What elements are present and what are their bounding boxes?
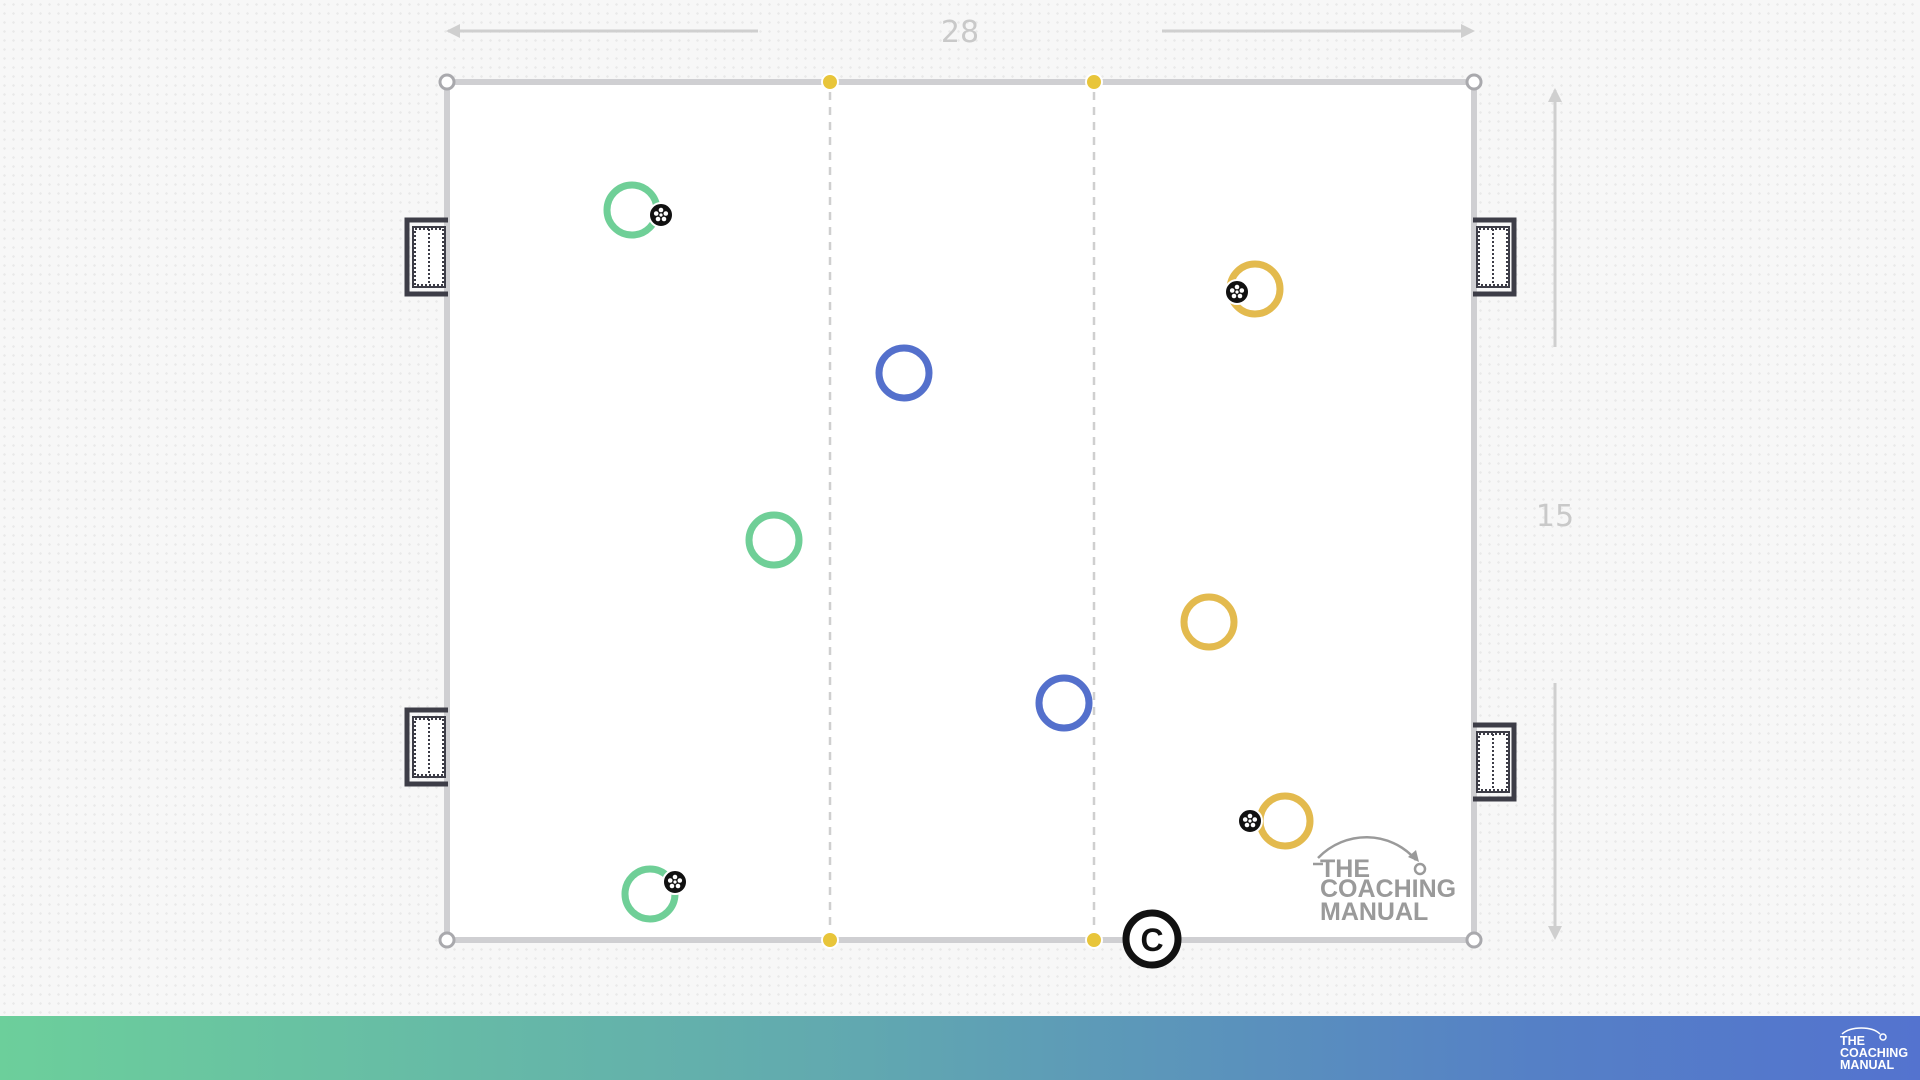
coaching-manual-logo: THE COACHING MANUAL [1313,836,1456,926]
player-green [745,511,803,569]
mini-goal-icon [1473,217,1517,297]
player-yellow [1224,260,1284,318]
logo-line-1: THE [1320,855,1370,883]
logo-line-2: COACHING [1320,875,1456,903]
corner-cone [1465,931,1483,949]
zone-marker-cone [1085,73,1103,91]
pitch-area [444,79,1477,943]
zone-marker-cone [821,931,839,949]
player-green [621,865,688,923]
players-layer [603,181,1314,923]
player-yellow [1237,792,1314,850]
corner-cone [438,931,456,949]
width-dimension: 28 [446,15,1475,50]
soccer-ball-icon [1224,279,1250,305]
soccer-ball-icon [648,202,674,228]
height-dimension: 15 [1536,88,1574,940]
player-blue [1035,674,1093,732]
soccer-ball-icon [662,869,688,895]
mini-goal-icon [404,707,448,787]
corner-cone [438,73,456,91]
mini-goal-icon [404,217,448,297]
footer-logo: THE COACHING MANUAL [1840,1027,1908,1072]
drill-diagram: 28 15 [404,15,1574,969]
footer-logo-line-1: THE [1840,1034,1865,1048]
footer-logo-line-3: MANUAL [1840,1058,1895,1072]
logo-line-3: MANUAL [1320,898,1428,926]
corner-cone [1465,73,1483,91]
coach-label: C [1140,922,1163,958]
soccer-ball-icon [1237,808,1263,834]
footer-logo-line-2: COACHING [1840,1046,1908,1060]
zone-marker-cone [1085,931,1103,949]
player-green [603,181,674,239]
height-label: 15 [1536,499,1574,534]
mini-goal-icon [1473,722,1517,802]
player-blue [875,344,933,402]
width-label: 28 [941,15,979,50]
player-yellow [1180,593,1238,651]
coach-icon: C [1122,909,1182,969]
footer-gradient-bar: THE COACHING MANUAL [0,1016,1920,1080]
zone-marker-cone [821,73,839,91]
